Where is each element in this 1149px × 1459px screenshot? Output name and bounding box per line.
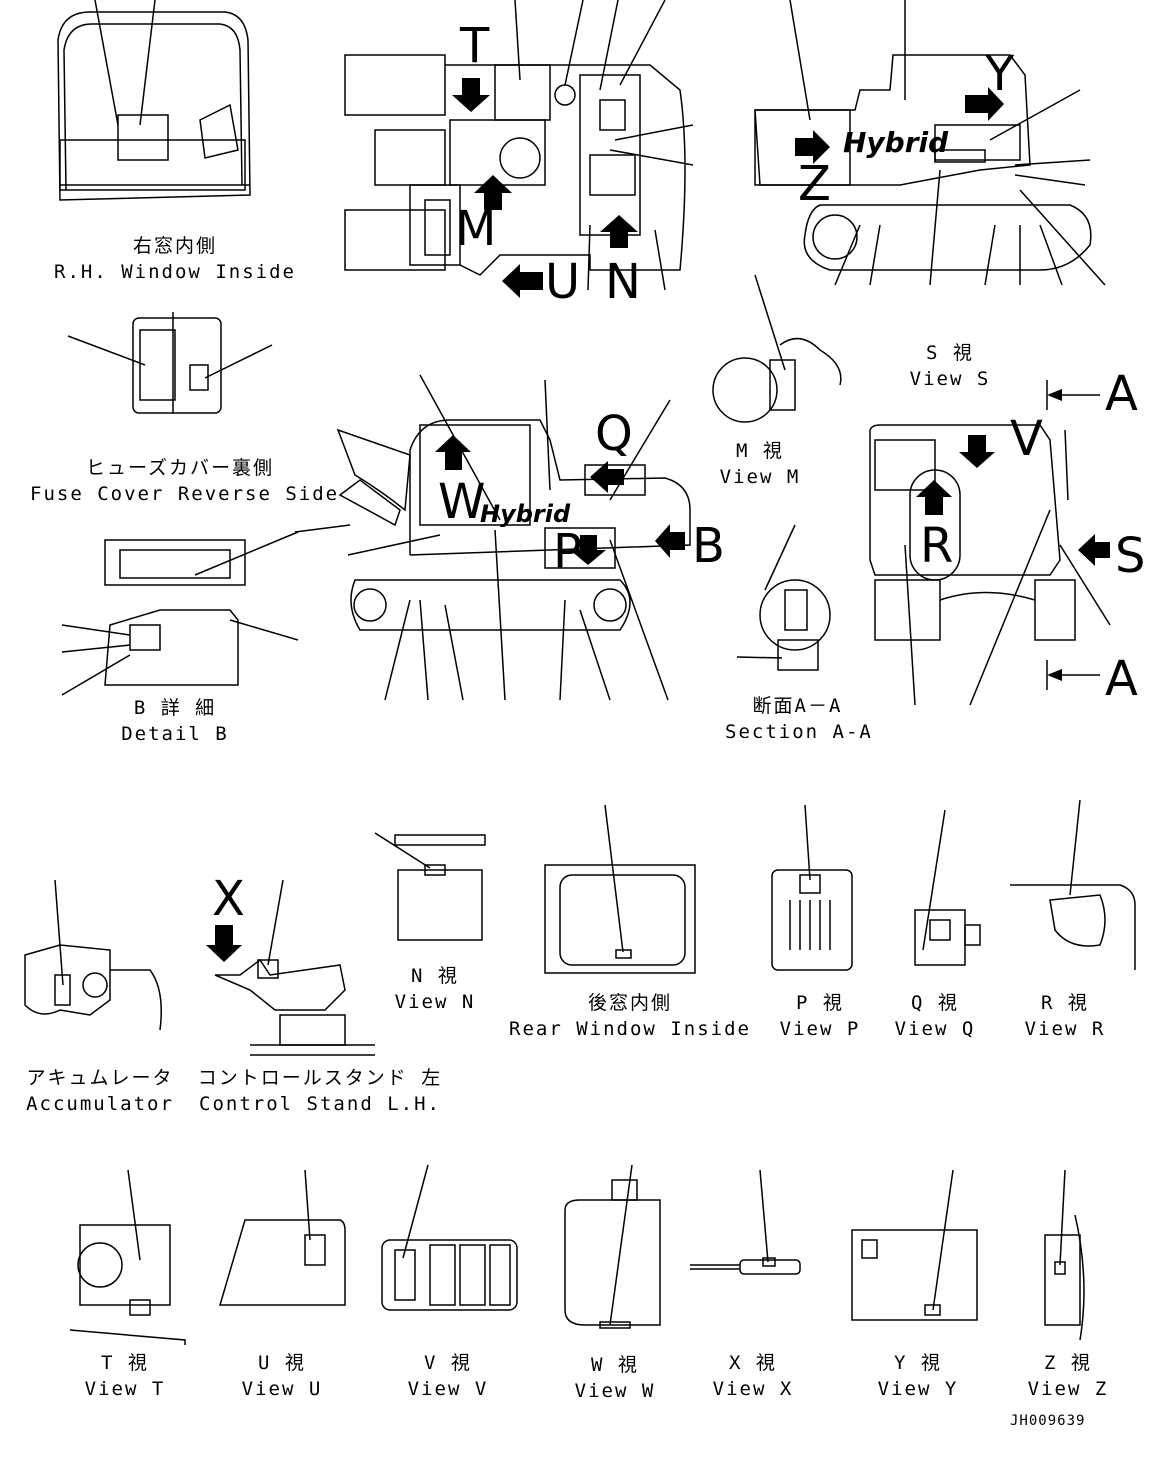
- accumulator-drawing: [24, 879, 162, 1031]
- letter-v: V: [1010, 411, 1043, 467]
- view-n-drawing: [374, 832, 486, 941]
- side-view-right-drawing: [754, 0, 1106, 286]
- view-z-drawing: [1044, 1169, 1085, 1341]
- letter-p: P: [553, 524, 582, 580]
- top-view-drawing: [344, 0, 694, 291]
- fuse-cover-drawing: [67, 312, 273, 414]
- view-q-drawing: [914, 809, 981, 966]
- letter-z: Z: [798, 156, 831, 212]
- letter-r: R: [920, 518, 954, 574]
- detail-b-drawing: [61, 531, 299, 696]
- view-v-drawing: [381, 1164, 518, 1311]
- hybrid-logo-right: Hybrid: [843, 126, 949, 159]
- letter-x: X: [212, 871, 245, 927]
- view-p-drawing: [771, 804, 853, 971]
- letter-s: S: [1115, 528, 1146, 584]
- view-w-drawing: [564, 1164, 661, 1329]
- letter-u: U: [545, 254, 581, 310]
- view-y-drawing: [851, 1169, 978, 1321]
- letter-b: B: [692, 518, 725, 574]
- letter-n: N: [605, 254, 641, 310]
- letter-a-bottom: A: [1105, 651, 1138, 707]
- rh-window-drawing: [57, 0, 251, 201]
- view-m-drawing: [712, 274, 842, 423]
- hybrid-logo-center: Hybrid: [480, 500, 571, 528]
- view-t-drawing: [69, 1169, 186, 1345]
- letter-y: Y: [985, 46, 1015, 102]
- view-x-drawing: [690, 1169, 801, 1275]
- letter-m: M: [455, 201, 497, 257]
- letter-t: T: [460, 18, 490, 74]
- section-aa-drawing: [736, 524, 831, 671]
- letter-w: W: [438, 474, 486, 530]
- section-arrowheads: [1047, 389, 1100, 681]
- control-stand-drawing: [214, 879, 375, 1056]
- rear-window-drawing: [544, 804, 696, 974]
- view-u-drawing: [218, 1169, 346, 1306]
- rear-view-drawing: [869, 424, 1111, 706]
- view-r-drawing: [1010, 799, 1136, 970]
- drawing-code: JH009639: [1010, 1413, 1086, 1429]
- letter-q: Q: [595, 406, 633, 462]
- letter-a-top: A: [1105, 366, 1138, 422]
- direction-arrows: [206, 78, 1110, 962]
